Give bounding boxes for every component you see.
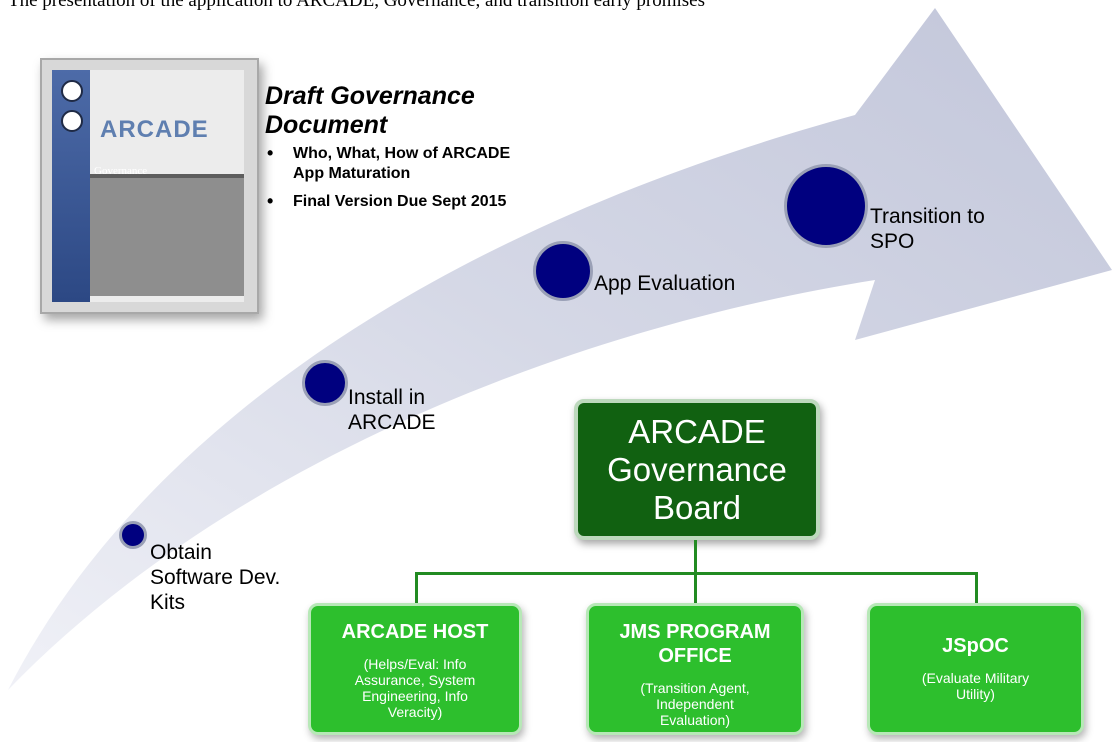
- arcade-logo: ARCADE: [100, 116, 209, 143]
- governance-document-image: ARCADE Governance: [40, 58, 259, 314]
- milestone-marker-evaluation: [533, 241, 593, 301]
- connector-line: [975, 572, 978, 603]
- arcade-host-description: (Helps/Eval: Info Assurance, System Engi…: [354, 656, 476, 720]
- document-spine: [52, 70, 90, 302]
- milestone-marker-obtain: [119, 521, 147, 549]
- milestone-label-install: Install in ARCADE: [348, 386, 436, 434]
- jspoc-name: JSpOC: [942, 635, 1009, 657]
- bullet-item: Who, What, How of ARCADE App Maturation: [265, 143, 525, 184]
- milestone-marker-transition: [784, 164, 868, 248]
- document-title: Draft Governance Document: [265, 82, 475, 139]
- governance-board-box: ARCADE Governance Board: [574, 399, 820, 540]
- jspoc-box: JSpOC (Evaluate Military Utility): [867, 603, 1084, 735]
- jms-program-office-name: JMS PROGRAM OFFICE: [619, 621, 771, 667]
- document-bullets: Who, What, How of ARCADE App Maturation …: [265, 143, 525, 212]
- jspoc-description: (Evaluate Military Utility): [921, 670, 1030, 702]
- governance-board-title: ARCADE Governance Board: [607, 412, 787, 526]
- jms-program-office-box: JMS PROGRAM OFFICE (Transition Agent, In…: [586, 603, 804, 735]
- jms-program-office-description: (Transition Agent, Independent Evaluatio…: [640, 680, 750, 728]
- arcade-host-name: ARCADE HOST: [341, 621, 489, 643]
- connector-line: [415, 572, 418, 603]
- connector-line: [694, 540, 697, 575]
- milestone-label-evaluation: App Evaluation: [594, 272, 736, 295]
- seal-icon: [61, 80, 83, 102]
- document-label: Governance: [94, 165, 148, 177]
- milestone-label-obtain: Obtain Software Dev. Kits: [150, 541, 281, 614]
- top-caption-text: The presentation of the application to A…: [8, 0, 706, 11]
- milestone-label-transition: Transition to SPO: [870, 205, 985, 253]
- emblem-icon: [61, 110, 83, 132]
- document-description: Draft Governance Document Who, What, How…: [265, 82, 525, 220]
- connector-line: [694, 572, 697, 603]
- document-page: ARCADE Governance: [90, 70, 244, 302]
- arcade-host-box: ARCADE HOST (Helps/Eval: Info Assurance,…: [308, 603, 522, 735]
- bullet-item: Final Version Due Sept 2015: [265, 191, 525, 212]
- milestone-marker-install: [302, 360, 348, 406]
